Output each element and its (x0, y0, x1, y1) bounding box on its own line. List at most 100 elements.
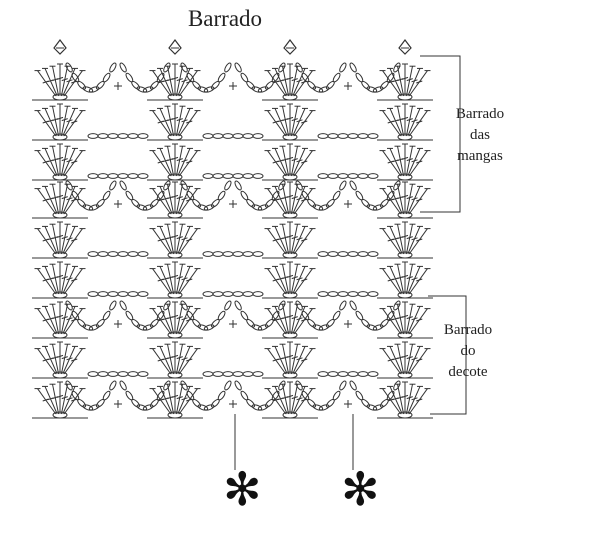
stitch-bar (416, 398, 423, 402)
chain-stitch (127, 173, 139, 179)
single-crochet-icon (114, 400, 122, 408)
fan-stitch-icon (377, 301, 433, 339)
stitch-bar (411, 317, 418, 321)
double-crochet-stitch (382, 348, 402, 375)
double-crochet-stitch (175, 184, 183, 215)
double-crochet-stitch (63, 348, 83, 375)
fan-stitch-icon (32, 301, 88, 339)
chain-stitch (252, 371, 264, 377)
chain-stitch (232, 173, 244, 179)
double-crochet-stitch (44, 186, 58, 215)
chain-stitch (357, 251, 369, 257)
chain-stitch (180, 380, 188, 391)
chain-stitch (295, 62, 303, 73)
chain-loop-icon (65, 62, 117, 93)
chain-stitch (347, 291, 359, 297)
chain-stitch (82, 324, 94, 331)
stitch-bar (71, 358, 78, 362)
double-crochet-stitch (407, 108, 421, 137)
fan-stitch-icon (32, 341, 88, 379)
double-crochet-stitch (60, 224, 68, 255)
fan-stitch-icon (377, 181, 433, 219)
chain-loop-icon (295, 180, 347, 211)
chain-loop-icon (317, 173, 379, 179)
label-line: Barrado (443, 322, 493, 338)
double-crochet-stitch (389, 108, 403, 137)
chain-stitch (224, 62, 232, 73)
stitch-bar (181, 357, 188, 361)
chain-stitch (131, 318, 141, 328)
double-crochet-stitch (152, 188, 172, 215)
stitch-bar (296, 237, 303, 241)
chain-stitch (349, 62, 357, 73)
chain-stitch (97, 251, 109, 257)
double-crochet-stitch (52, 384, 60, 415)
chain-stitch (77, 398, 87, 408)
chain-stitch (202, 173, 214, 179)
stitch-bar (61, 158, 68, 162)
chain-stitch (332, 390, 341, 401)
double-crochet-stitch (405, 106, 413, 137)
double-crochet-stitch (382, 188, 402, 215)
chain-loop-icon (202, 251, 264, 257)
stitch-bar (296, 317, 303, 321)
double-crochet-stitch (63, 308, 83, 335)
chain-stitch (312, 324, 324, 331)
double-crochet-stitch (62, 108, 76, 137)
double-crochet-stitch (152, 70, 172, 97)
stitch-bar (416, 160, 423, 164)
chain-stitch (339, 62, 347, 73)
chain-stitch (137, 371, 149, 377)
double-crochet-stitch (37, 70, 57, 97)
label-line: decote (448, 364, 488, 380)
stitch-bar (301, 120, 308, 124)
chain-stitch (372, 86, 384, 93)
double-crochet-stitch (37, 150, 57, 177)
double-crochet-stitch (407, 148, 421, 177)
fan-stitch-icon (32, 221, 88, 259)
stitch-bar (301, 238, 308, 242)
double-crochet-stitch (52, 146, 60, 177)
single-crochet-icon (344, 200, 352, 208)
double-crochet-stitch (44, 346, 58, 375)
double-crochet-stitch (177, 266, 191, 295)
double-crochet-stitch (290, 184, 298, 215)
chain-stitch (393, 380, 401, 391)
chain-stitch (357, 133, 369, 139)
fan-stitch-icon (262, 301, 318, 339)
chain-stitch (312, 404, 324, 411)
stitch-bar (61, 196, 68, 200)
double-crochet-stitch (292, 266, 306, 295)
double-crochet-stitch (62, 346, 76, 375)
double-crochet-stitch (60, 66, 68, 97)
stitch-bar (171, 234, 179, 238)
stitch-bar (61, 396, 68, 400)
double-crochet-stitch (175, 146, 183, 177)
stitch-bar (66, 237, 73, 241)
stitch-bar (416, 278, 423, 282)
double-crochet-stitch (44, 306, 58, 335)
double-crochet-stitch (167, 106, 175, 137)
chain-stitch (119, 300, 127, 311)
double-crochet-stitch (63, 70, 83, 97)
double-crochet-stitch (60, 184, 68, 215)
stitch-bar (56, 354, 64, 358)
stitch-bar (401, 394, 409, 398)
stitch-bar (296, 277, 303, 281)
chain-stitch (217, 390, 226, 401)
chain-stitch (339, 180, 347, 191)
stitch-bar (56, 194, 64, 198)
stitch-bar (286, 116, 294, 120)
chain-stitch (349, 180, 357, 191)
double-crochet-stitch (290, 146, 298, 177)
double-crochet-stitch (274, 266, 288, 295)
chain-stitch (372, 204, 384, 211)
double-crochet-stitch (267, 308, 287, 335)
chain-loop-icon (87, 371, 149, 377)
chain-stitch (77, 80, 87, 90)
single-crochet-icon (114, 320, 122, 328)
double-crochet-stitch (159, 148, 173, 177)
chain-loop-icon (295, 300, 347, 331)
stitch-bar (296, 357, 303, 361)
chain-stitch (137, 133, 149, 139)
